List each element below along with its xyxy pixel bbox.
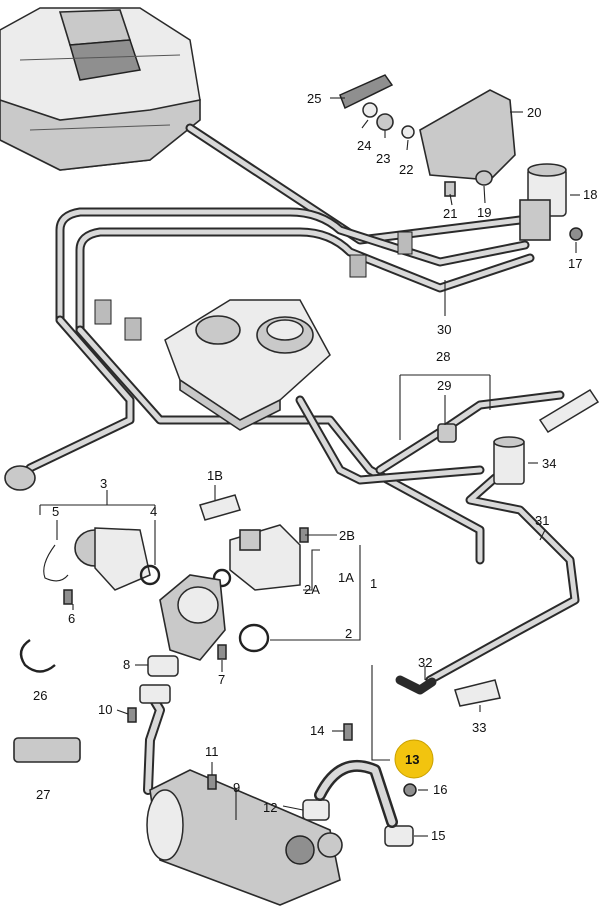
callout-3[interactable]: 3 [100,476,107,491]
callout-30[interactable]: 30 [437,322,451,337]
gasket-12 [302,799,330,821]
callout-17[interactable]: 17 [568,256,582,271]
callout-23[interactable]: 23 [376,151,390,166]
callout-11[interactable]: 11 [205,744,219,759]
egr-valve-1a [212,524,301,591]
o-ring-2 [238,623,270,653]
callout-32[interactable]: 32 [418,655,432,670]
callout-24[interactable]: 24 [357,138,371,153]
callout-31[interactable]: 31 [535,513,549,528]
callout-25[interactable]: 25 [307,91,321,106]
hose-clip-33 [454,679,501,707]
callout-5[interactable]: 5 [52,504,59,519]
callout-2B[interactable]: 2B [339,528,355,543]
callout-9[interactable]: 9 [233,780,240,795]
callout-14[interactable]: 14 [310,723,324,738]
callout-27[interactable]: 27 [36,787,50,802]
callout-19[interactable]: 19 [477,205,491,220]
callout-20[interactable]: 20 [527,105,541,120]
intake-elbow [159,574,226,661]
callout-33[interactable]: 33 [472,720,486,735]
callout-8[interactable]: 8 [123,657,130,672]
egr-cooler-9 [146,769,343,906]
hose-clip-1b [199,494,241,521]
solenoid-valve-18 [519,163,583,241]
callout-1A[interactable]: 1A [338,570,354,585]
clamp-26 [19,639,56,673]
leader-lines [39,97,580,837]
callout-2[interactable]: 2 [345,626,352,641]
callout-13[interactable]: 13 [405,752,419,767]
callout-labels: 25 20 24 23 22 18 21 19 17 30 28 29 34 3… [33,91,597,843]
callout-7[interactable]: 7 [218,672,225,687]
gasket-15 [384,825,414,847]
sensor-plug [538,388,600,434]
callout-10[interactable]: 10 [98,702,112,717]
callout-6[interactable]: 6 [68,611,75,626]
callout-4[interactable]: 4 [150,504,157,519]
callout-1B[interactable]: 1B [207,468,223,483]
egr-pipe [139,684,171,795]
callout-1[interactable]: 1 [370,576,377,591]
callout-34[interactable]: 34 [542,456,556,471]
callout-12[interactable]: 12 [263,800,277,815]
callout-29[interactable]: 29 [437,378,451,393]
callout-16[interactable]: 16 [433,782,447,797]
gasket-8 [147,655,179,677]
check-valve-left [4,465,36,491]
mounting-bracket [339,74,516,197]
vacuum-pump-housing [164,299,331,431]
vacuum-hose-network [25,123,580,695]
egr-pipe-13 [314,760,398,828]
callout-18[interactable]: 18 [583,187,597,202]
callout-28[interactable]: 28 [436,349,450,364]
throttle-unit-3 [43,527,161,591]
callout-15[interactable]: 15 [431,828,445,843]
highlight-badge-13[interactable] [394,739,434,779]
callout-2A[interactable]: 2A [304,582,320,597]
callout-26[interactable]: 26 [33,688,47,703]
solenoid-valve-34 [493,436,525,485]
t-connector-29 [437,423,457,443]
callout-22[interactable]: 22 [399,162,413,177]
air-filter-housing [0,7,201,171]
callout-21[interactable]: 21 [443,206,457,221]
